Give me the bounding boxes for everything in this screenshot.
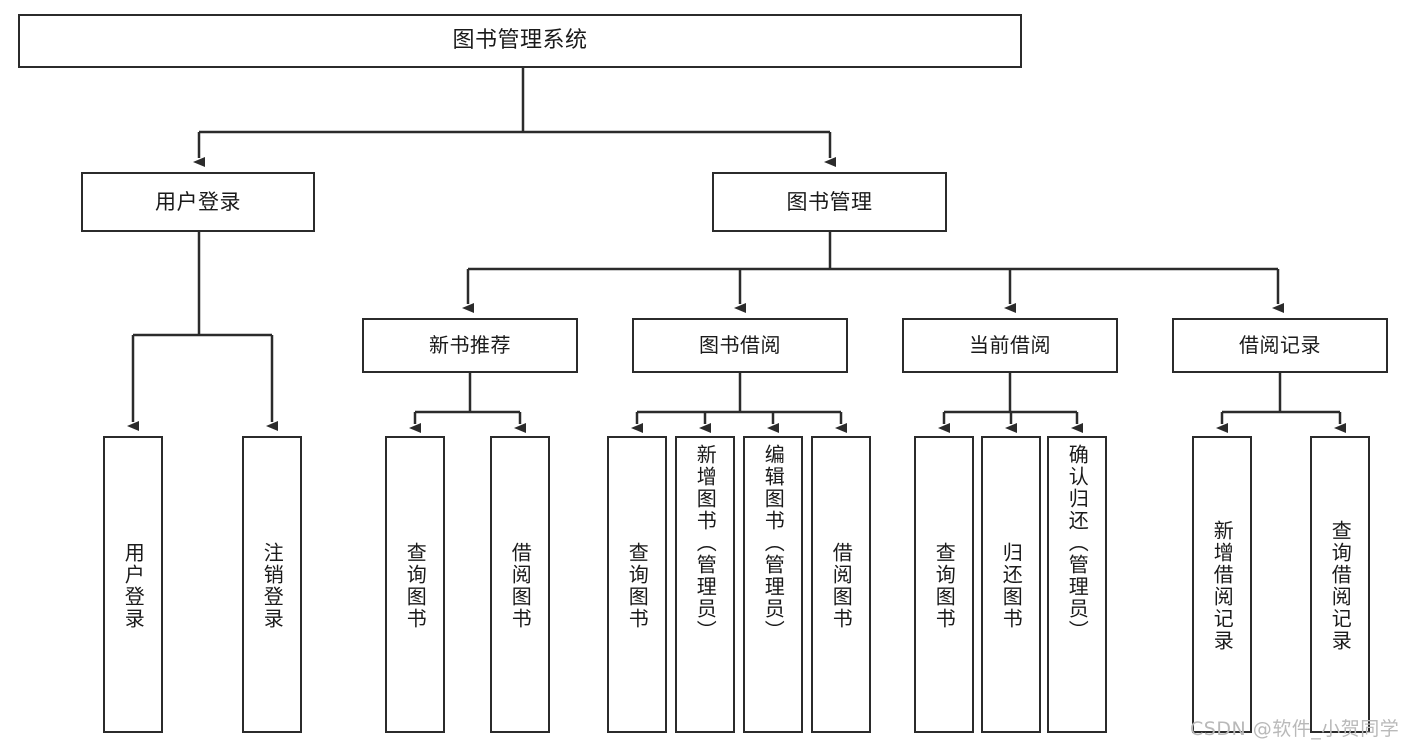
node-label: 图书管理 (786, 189, 873, 214)
leaf-text-wrap: 新增借阅记录 (1209, 440, 1235, 731)
leaf-records-query-record[interactable]: 查询借阅记录 (1310, 436, 1370, 733)
leaf-text-wrap: 查询图书 (402, 440, 428, 731)
leaf-user-login-signin[interactable]: 用户登录 (103, 436, 163, 733)
node-label: 查询借阅记录 (1328, 519, 1353, 652)
leaf-text-wrap: 查询借阅记录 (1327, 440, 1353, 731)
node-borrow-records[interactable]: 借阅记录 (1172, 318, 1388, 373)
leaf-text-wrap: 用户登录 (120, 440, 146, 731)
leaf-borrow-edit-book-admin[interactable]: 编辑图书（管理员） (743, 436, 803, 733)
leaf-records-add-record[interactable]: 新增借阅记录 (1192, 436, 1252, 733)
leaf-borrow-add-book-admin[interactable]: 新增图书（管理员） (675, 436, 735, 733)
node-label: 编辑图书（管理员） (761, 444, 786, 642)
node-root-book-management-system[interactable]: 图书管理系统 (18, 14, 1022, 68)
leaf-user-login-signout[interactable]: 注销登录 (242, 436, 302, 733)
node-label: 图书管理系统 (452, 28, 588, 54)
node-label: 新书推荐 (429, 333, 511, 357)
leaf-current-query-book[interactable]: 查询图书 (914, 436, 974, 733)
node-label: 图书借阅 (699, 333, 781, 357)
leaf-new-book-borrow[interactable]: 借阅图书 (490, 436, 550, 733)
node-label: 用户登录 (121, 541, 146, 630)
leaf-text-wrap: 编辑图书（管理员） (760, 440, 786, 735)
leaf-borrow-query-book[interactable]: 查询图书 (607, 436, 667, 733)
node-current-borrow[interactable]: 当前借阅 (902, 318, 1118, 373)
node-user-login[interactable]: 用户登录 (81, 172, 315, 232)
leaf-text-wrap: 查询图书 (624, 440, 650, 731)
node-label: 借阅图书 (829, 541, 854, 630)
node-book-management[interactable]: 图书管理 (712, 172, 947, 232)
leaf-new-book-query[interactable]: 查询图书 (385, 436, 445, 733)
leaf-text-wrap: 借阅图书 (828, 440, 854, 731)
watermark-text: CSDN @软件_小贺同学 (1190, 718, 1400, 740)
node-book-borrow[interactable]: 图书借阅 (632, 318, 848, 373)
leaf-current-confirm-return-admin[interactable]: 确认归还（管理员） (1047, 436, 1107, 733)
node-new-book-recommend[interactable]: 新书推荐 (362, 318, 578, 373)
node-label: 注销登录 (260, 541, 285, 630)
node-label: 查询图书 (625, 541, 650, 630)
node-label: 当前借阅 (969, 333, 1051, 357)
leaf-text-wrap: 查询图书 (931, 440, 957, 731)
node-label: 借阅记录 (1239, 333, 1321, 357)
leaf-current-return-book[interactable]: 归还图书 (981, 436, 1041, 733)
node-label: 用户登录 (155, 189, 241, 214)
node-label: 借阅图书 (508, 541, 533, 630)
leaf-text-wrap: 确认归还（管理员） (1064, 440, 1090, 735)
node-label: 确认归还（管理员） (1065, 444, 1090, 642)
leaf-text-wrap: 归还图书 (998, 440, 1024, 731)
node-label: 归还图书 (999, 541, 1024, 630)
leaf-text-wrap: 借阅图书 (507, 440, 533, 731)
node-label: 新增图书（管理员） (693, 444, 718, 642)
node-label: 新增借阅记录 (1210, 519, 1235, 652)
node-label: 查询图书 (932, 541, 957, 630)
leaf-borrow-borrow-book[interactable]: 借阅图书 (811, 436, 871, 733)
leaf-text-wrap: 注销登录 (259, 440, 285, 731)
leaf-text-wrap: 新增图书（管理员） (692, 440, 718, 735)
node-label: 查询图书 (403, 541, 428, 630)
